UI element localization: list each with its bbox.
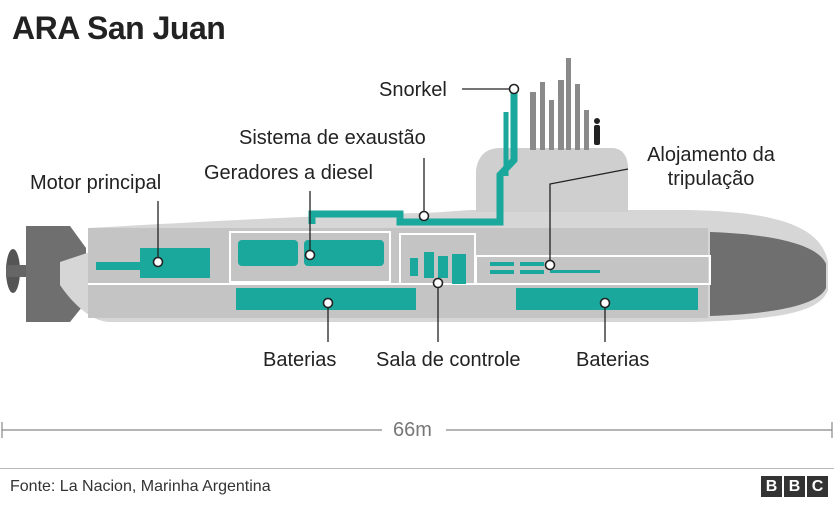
label-batteries-left: Baterias [263,349,337,371]
exhaust-pipe [308,88,518,226]
label-crew-quarters: Alojamento da tripulação [647,144,775,190]
logo-letter: C [807,476,828,497]
control-room-panels [410,252,466,284]
propeller [6,249,28,293]
label-main-motor: Motor principal [30,172,162,194]
label-snorkel: Snorkel [379,79,447,101]
label-batteries-right: Baterias [576,349,650,371]
label-markers [152,83,611,309]
person-icon [594,118,600,145]
bbc-logo: B B C [761,476,828,497]
bow-section [710,232,826,316]
main-motor [140,248,210,278]
masts [530,58,589,150]
compartments [88,231,711,285]
length-scale [1,422,833,438]
footer-divider [0,468,834,469]
length-label: 66m [393,419,432,441]
diesel-generators [238,240,384,266]
logo-letter: B [761,476,782,497]
page-title: ARA San Juan [12,10,226,46]
label-diesel-generators: Geradores a diesel [204,162,373,184]
logo-letter: B [784,476,805,497]
label-exhaust-system: Sistema de exaustão [239,127,426,149]
source-credit: Fonte: La Nacion, Marinha Argentina [10,478,271,495]
crew-bunks [490,262,600,274]
leader-lines [157,88,629,342]
label-control-room: Sala de controle [376,349,521,371]
